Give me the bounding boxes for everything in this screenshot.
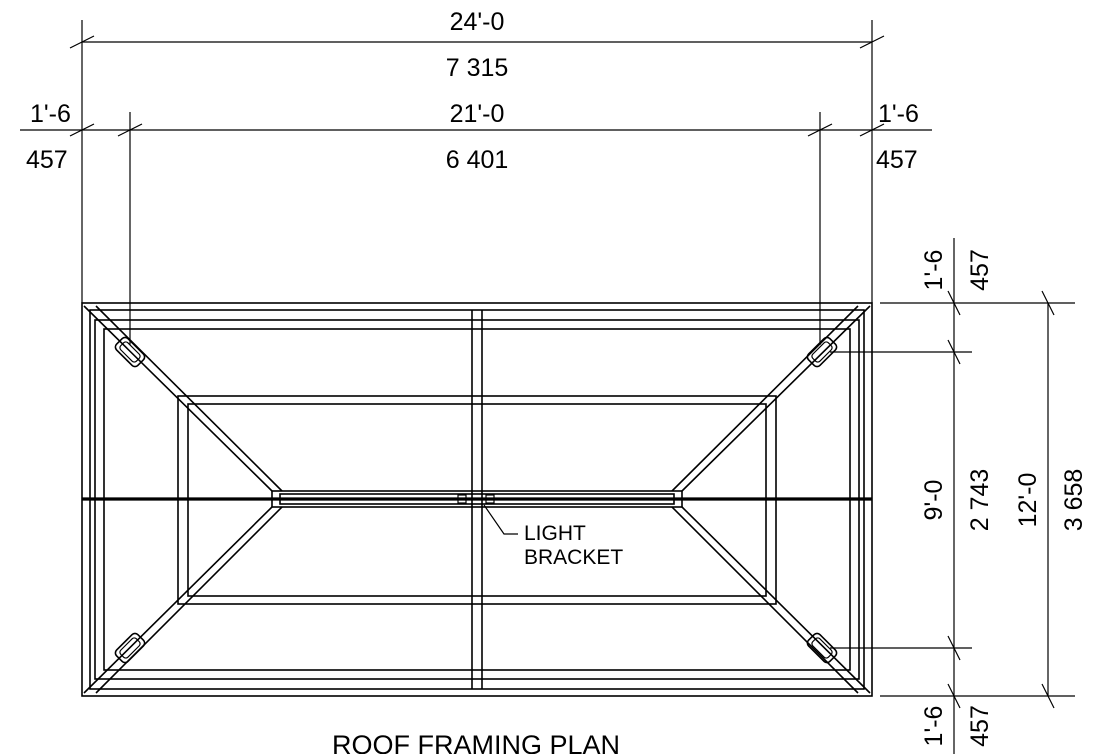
bottom-overhang-metric: 457 — [966, 705, 994, 747]
left-overhang-metric: 457 — [26, 146, 68, 174]
corner-bracket-top-right — [806, 336, 838, 368]
drawing-title: ROOF FRAMING PLAN — [332, 730, 620, 754]
left-overhang-imperial: 1'-6 — [30, 100, 71, 128]
inner-depth-imperial: 9'-0 — [920, 480, 948, 521]
right-dimension-lines — [830, 238, 1075, 754]
top-overhang-metric: 457 — [966, 249, 994, 291]
corner-bracket-bottom-left — [114, 632, 146, 664]
top-overhang-imperial: 1'-6 — [920, 250, 948, 291]
inner-width-imperial: 21'-0 — [450, 100, 505, 128]
inner-width-metric: 6 401 — [446, 146, 509, 174]
inner-depth-metric: 2 743 — [966, 469, 994, 532]
overall-depth-metric: 3 658 — [1060, 469, 1088, 532]
overall-width-metric: 7 315 — [446, 54, 509, 82]
light-bracket-symbol — [457, 494, 518, 535]
right-overhang-metric: 457 — [876, 146, 918, 174]
top-dimension-lines — [20, 20, 932, 345]
bottom-overhang-imperial: 1'-6 — [920, 706, 948, 747]
corner-bracket-top-left — [114, 336, 146, 368]
overall-width-imperial: 24'-0 — [450, 8, 505, 36]
roof-frame — [81, 302, 873, 697]
overall-depth-imperial: 12'-0 — [1014, 473, 1042, 528]
corner-bracket-bottom-right — [806, 632, 838, 664]
right-overhang-imperial: 1'-6 — [878, 100, 919, 128]
light-bracket-label-line1: LIGHT — [524, 522, 586, 545]
light-bracket-label-line2: BRACKET — [524, 546, 623, 569]
